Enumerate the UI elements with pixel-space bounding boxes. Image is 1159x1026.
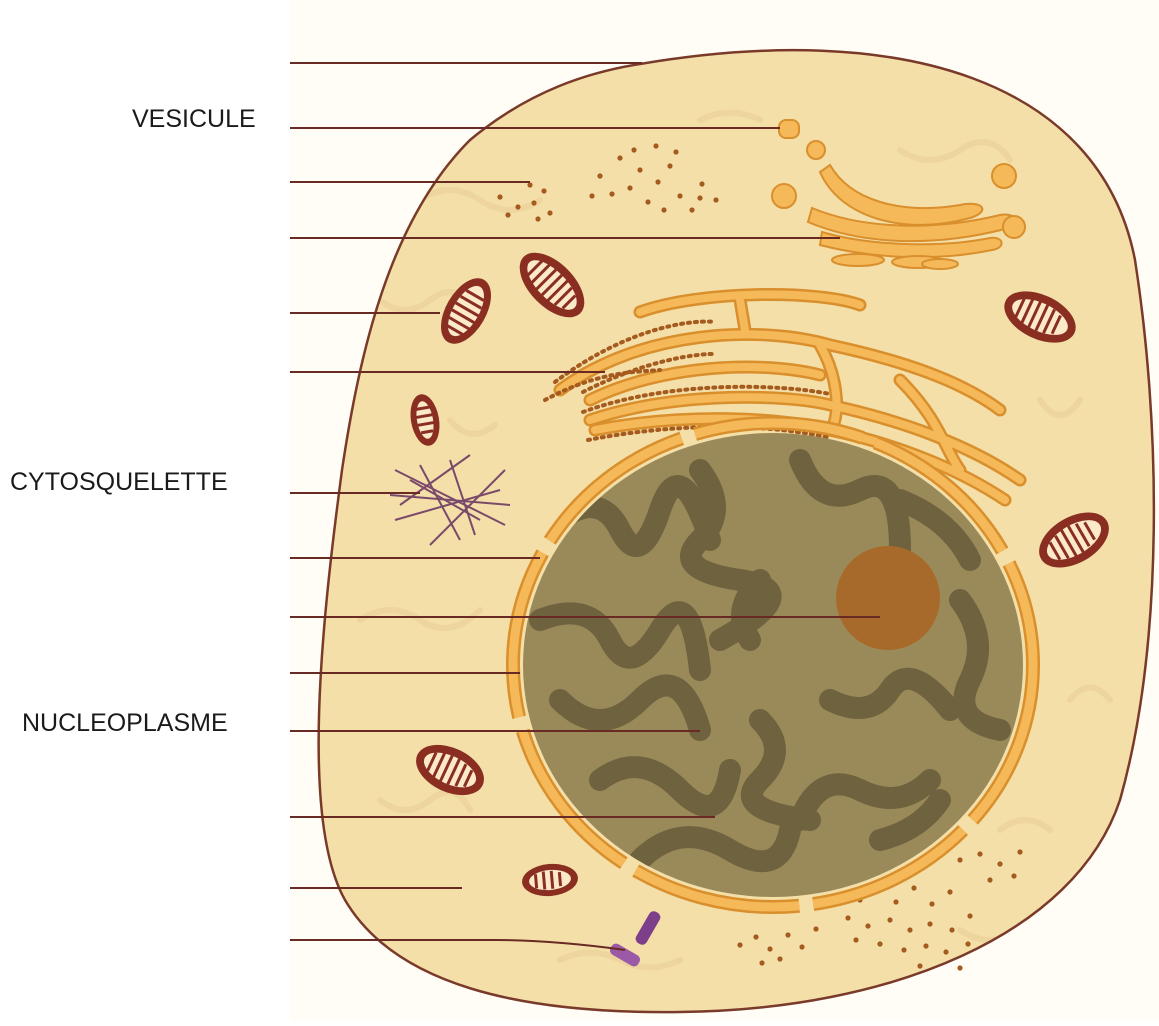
nucleus <box>513 423 1033 907</box>
label-cytosquelette: CYTOSQUELETTE <box>10 470 228 495</box>
nucleolus <box>836 546 940 650</box>
label-vesicule: VESICULE <box>132 107 256 132</box>
label-nucleoplasme: NUCLEOPLASME <box>22 711 228 736</box>
